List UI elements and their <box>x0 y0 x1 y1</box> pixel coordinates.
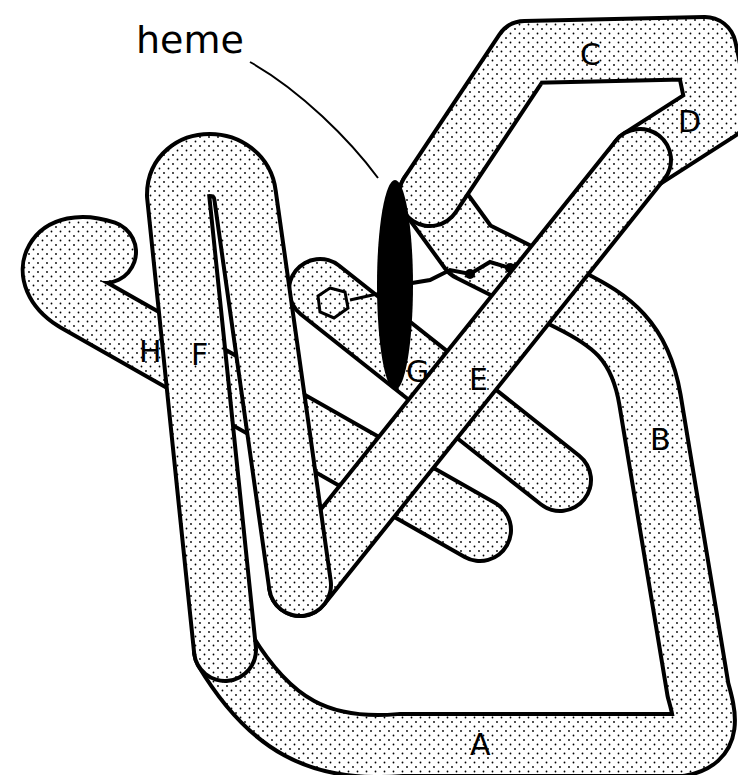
leader-line <box>250 62 378 178</box>
helix-e <box>300 160 640 585</box>
helix-f <box>178 165 300 650</box>
helix-label: A <box>470 730 491 760</box>
helix-label: F <box>191 340 208 370</box>
helix-label: E <box>469 365 488 395</box>
helix-label: D <box>678 107 701 137</box>
helix-c-d <box>430 48 718 195</box>
heme-label: heme <box>136 21 244 59</box>
helix-label: H <box>139 337 162 367</box>
helix-label: B <box>650 425 671 455</box>
helix-label: C <box>580 40 601 70</box>
helix-label: G <box>406 357 429 387</box>
